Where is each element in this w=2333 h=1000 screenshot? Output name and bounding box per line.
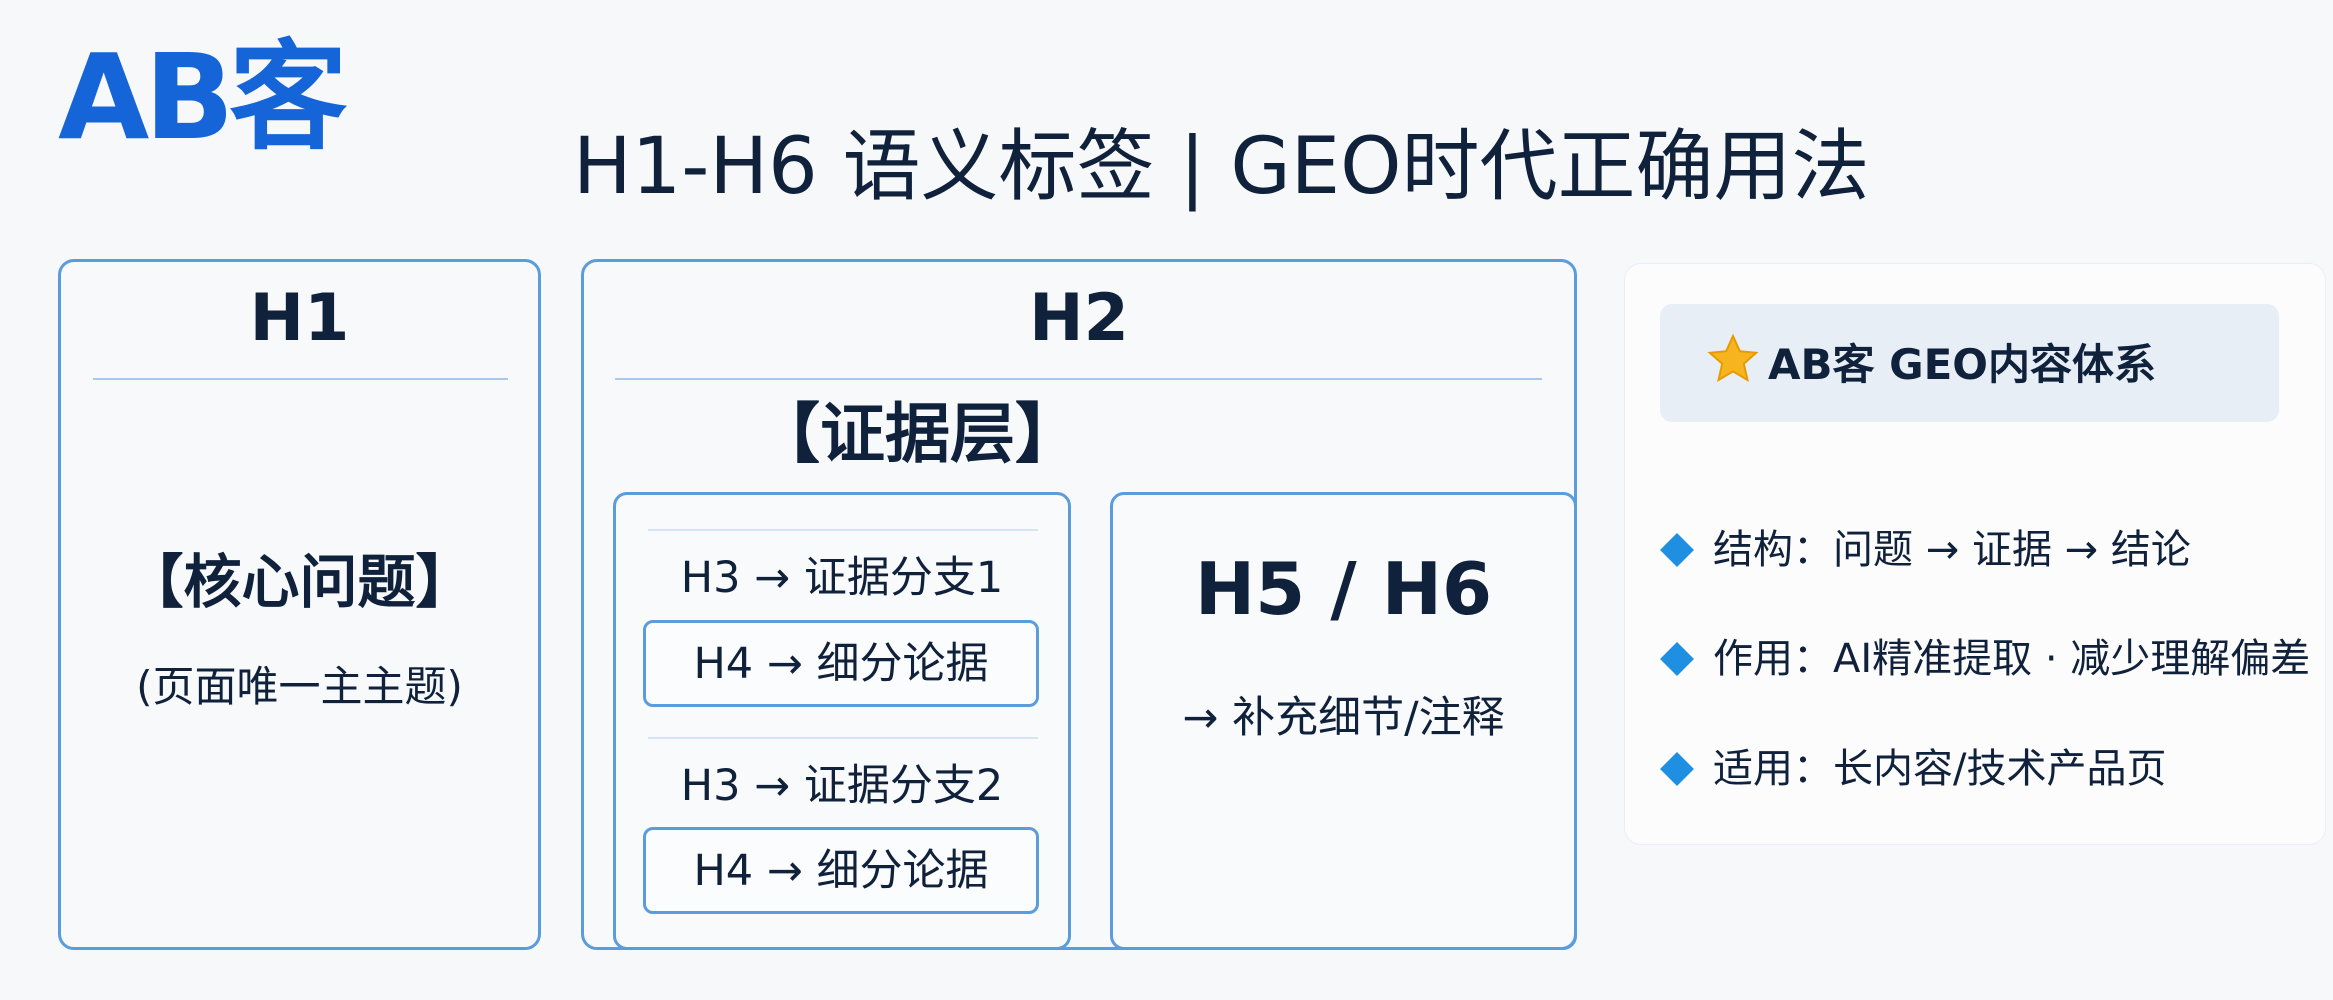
h1-divider [93,378,508,380]
h4-label-2: H4 → 细分论据 [693,846,989,896]
purpose-bullet: 作用：AI精准提取 · 减少理解偏差 [1660,637,2325,687]
h5-h6-panel [1110,492,1577,950]
h4-label-1: H4 → 细分论据 [693,639,989,689]
page-title: H1-H6 语义标签 | GEO时代正确用法 [573,122,1870,212]
h5-h6-description: → 补充细节/注释 [1182,693,1505,743]
h4-card-2 [643,827,1039,914]
h1-heading: H1 [249,281,350,356]
h4-card-1 [643,620,1039,707]
star-icon-shape [1707,333,1759,383]
h2-panel [581,259,1577,950]
h3-branch-2: H3 → 证据分支2 [680,761,1004,811]
h1-panel [58,259,541,950]
diamond-bullet-icon [1660,533,1694,567]
brand-logo: AB客 [58,28,347,166]
structure-bullet-text: 结构：问题 → 证据 → 结论 [1713,527,2191,573]
purpose-bullet-text: 作用：AI精准提取 · 减少理解偏差 [1713,636,2311,682]
evidence-branches-panel [613,492,1071,950]
h3-branch-1: H3 → 证据分支1 [680,553,1004,603]
structure-bullet: 结构：问题 → 证据 → 结论 [1660,528,2325,578]
branch-divider-1 [648,529,1038,531]
diamond-bullet-icon [1660,752,1694,786]
core-question-label: 【核心问题】 [125,548,474,616]
applies-bullet: 适用：长内容/技术产品页 [1660,747,2325,797]
branch-divider-2 [648,737,1038,739]
geo-system-header [1660,304,2279,422]
diamond-bullet-icon [1660,642,1694,676]
page-theme-label: (页面唯一主主题) [136,662,463,711]
evidence-layer-label: 【证据层】 [755,397,1081,472]
star-icon [1707,333,1759,383]
h2-heading: H2 [1029,281,1129,356]
geo-system-title: AB客 GEO内容体系 [1768,340,2157,389]
h2-divider [615,378,1542,380]
applies-bullet-text: 适用：长内容/技术产品页 [1713,746,2167,792]
h5-h6-heading: H5 / H6 [1194,547,1493,631]
